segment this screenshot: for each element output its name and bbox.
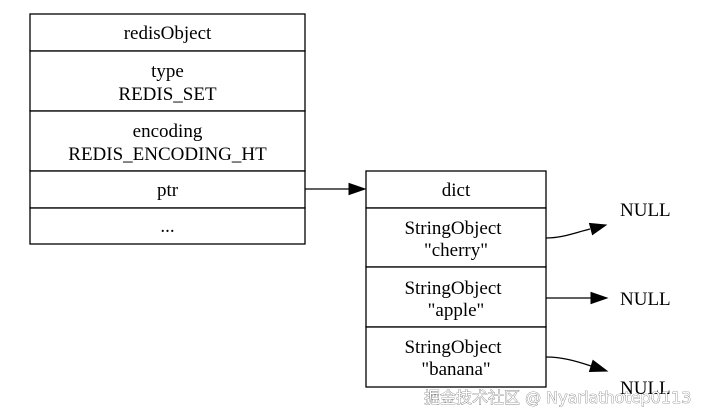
- dict-entry-apple-value: "apple": [428, 300, 485, 321]
- apple-arrowhead-icon: [590, 291, 609, 305]
- dict-header-cell: dict: [365, 170, 547, 209]
- encoding-field-value: REDIS_ENCODING_HT: [68, 144, 267, 165]
- ptr-arrowhead-icon: [348, 182, 367, 196]
- null-label-banana: NULL: [620, 378, 671, 399]
- dict-header-label: dict: [442, 180, 471, 201]
- apple-to-null-edge: [546, 291, 609, 305]
- ptr-field-label: ptr: [157, 180, 179, 201]
- redis-object-struct: redisObject type REDIS_SET encoding REDI…: [29, 13, 306, 245]
- dict-entry-cherry: StringObject "cherry": [365, 207, 547, 268]
- dict-entry-apple: StringObject "apple": [365, 266, 547, 328]
- redis-object-ptr-cell: ptr: [29, 170, 306, 209]
- banana-arrowhead-icon: [588, 359, 609, 373]
- banana-to-null-edge: [545, 356, 609, 373]
- redis-object-header-label: redisObject: [124, 23, 212, 44]
- ptr-to-dict-edge: [305, 182, 367, 196]
- type-field-label: type: [151, 61, 184, 82]
- redis-object-ellipsis-cell: ...: [29, 207, 306, 245]
- cherry-arrowhead-icon: [588, 222, 608, 236]
- dict-entry-cherry-value: "cherry": [424, 240, 488, 261]
- dict-entry-banana-type: StringObject: [404, 337, 502, 358]
- cherry-to-null-edge: [545, 222, 608, 239]
- redis-object-encoding-cell: encoding REDIS_ENCODING_HT: [29, 110, 306, 172]
- null-label-apple: NULL: [620, 289, 671, 310]
- dict-entry-apple-type: StringObject: [404, 278, 502, 299]
- dict-entry-banana-value: "banana": [421, 359, 490, 380]
- null-label-cherry: NULL: [620, 200, 671, 221]
- redis-object-header-cell: redisObject: [29, 13, 306, 52]
- dict-entry-cherry-type: StringObject: [404, 218, 502, 239]
- dict-struct: dict StringObject "cherry" StringObject …: [365, 170, 547, 388]
- ellipsis-field-label: ...: [160, 216, 174, 237]
- watermark-text: 掘金技术社区 @ Nyarlathotep0113: [424, 388, 691, 407]
- encoding-field-label: encoding: [133, 121, 203, 142]
- dict-entry-banana: StringObject "banana": [365, 326, 547, 388]
- type-field-value: REDIS_SET: [118, 84, 217, 105]
- redis-object-type-cell: type REDIS_SET: [29, 50, 306, 112]
